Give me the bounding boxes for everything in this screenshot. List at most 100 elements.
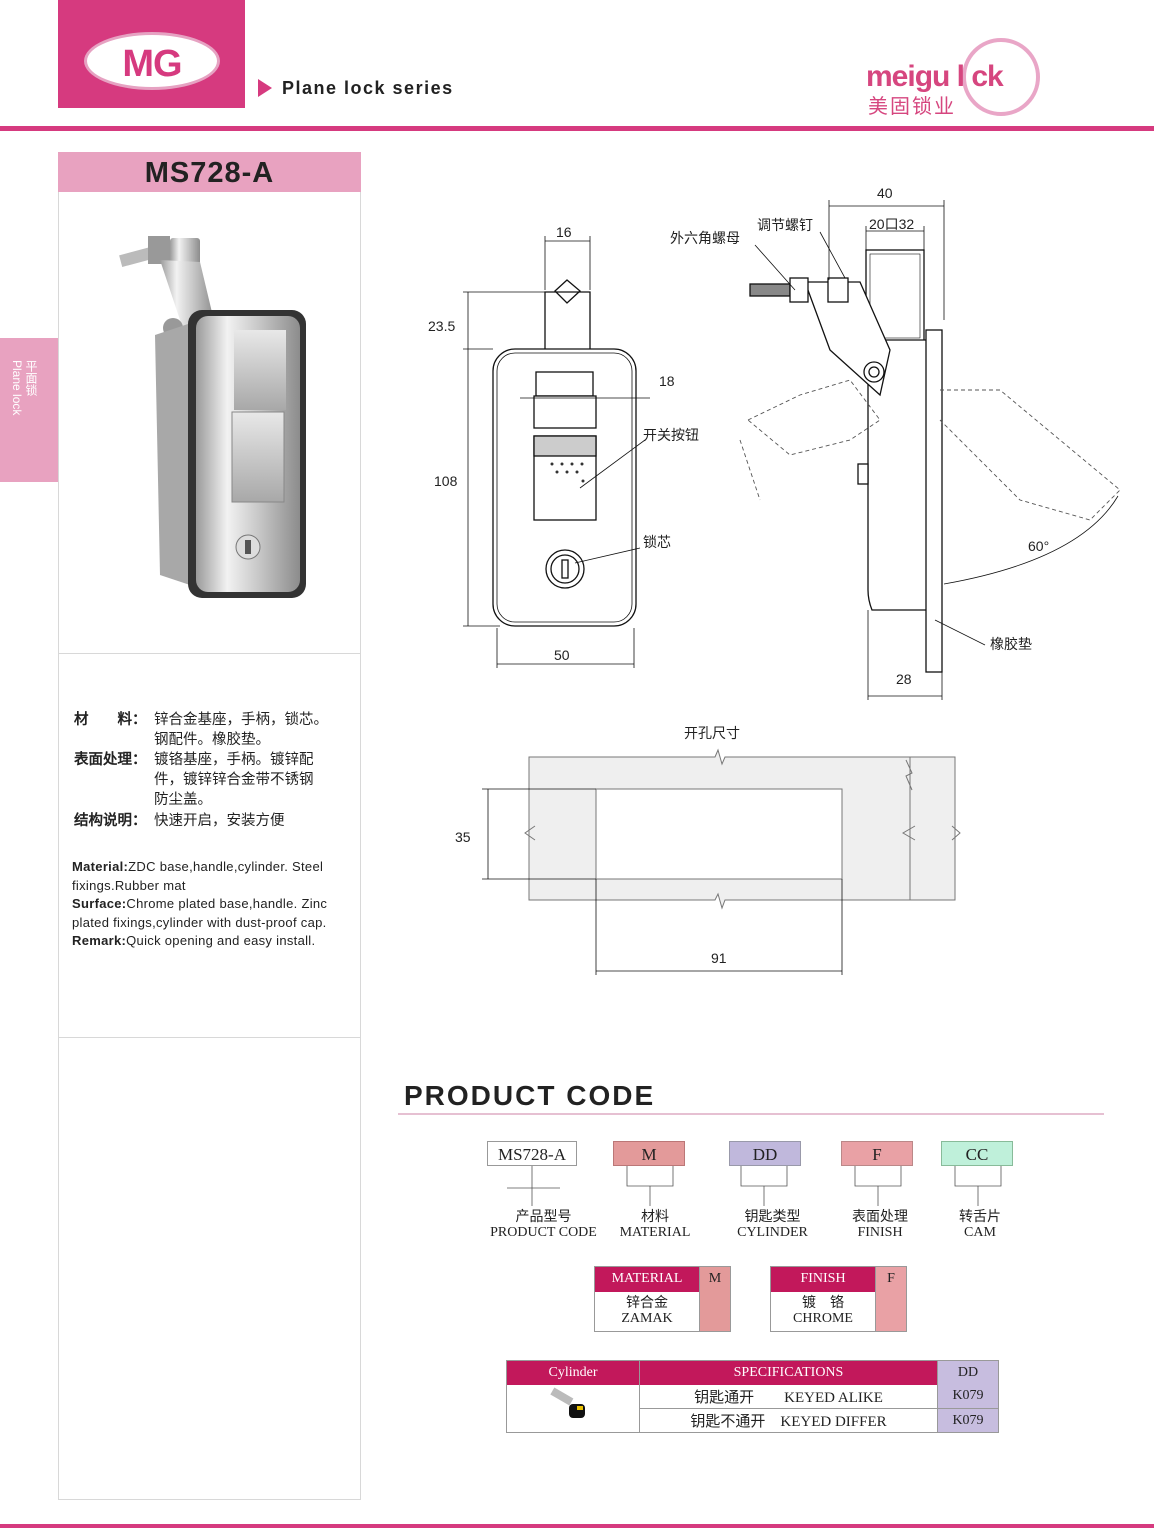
logo-text: MG [122,43,182,85]
code-box-material: M [613,1141,685,1166]
key-icon [550,1387,585,1418]
cutout-title: 开孔尺寸 [684,725,740,741]
series-label: Plane lock series [282,78,454,98]
dim-35: 35 [455,829,471,845]
dim-108: 108 [434,473,458,489]
angle-label: 60° [1028,538,1050,554]
cylinder-table-col3: DD [937,1360,999,1385]
material-table-head: MATERIAL [594,1266,700,1292]
spec-cn-text: 防尘盖。 [154,792,212,808]
spec-cn-line: 钢配件。橡胶垫。 [74,730,328,750]
spec-en: Material:ZDC base,handle,cylinder. Steel… [72,858,362,951]
spec-cn-label: 材 料： [74,712,147,728]
value-cn: 锌合金 [626,1296,668,1312]
finish-table-head: FINISH [770,1266,876,1292]
side-tab-cn: 平面锁 [24,360,38,396]
switch-button-label: 开关按钮 [643,427,699,443]
lock-core-label: 锁芯 [643,534,671,550]
label-cn: 产品型号 [515,1210,572,1225]
side-tab-en: Plane lock [10,360,24,416]
spec-cn-line: 防尘盖。 [74,790,328,810]
triangle-icon [258,79,272,97]
brand-name-cn: 美固锁业 [868,96,956,118]
spec-cn-label: 结构说明： [74,813,147,829]
code-box-finish: F [841,1141,913,1166]
product-code-underline [398,1113,1104,1115]
value-en: CHROME [793,1311,853,1327]
code-box-model: MS728-A [487,1141,577,1166]
code-box-cylinder: DD [729,1141,801,1166]
label-en: MATERIAL [619,1225,691,1240]
label-cn: 转舌片 [959,1210,1001,1225]
divider [58,653,361,654]
surface-text: Chrome plated base,handle. Zinc plated f… [72,896,328,930]
material-table-code: M [699,1266,731,1292]
surface-label: Surface: [72,896,127,911]
spec-cn-line: 件，镀锌锌合金带不锈钢 [74,770,328,790]
product-code-title: PRODUCT CODE [404,1080,656,1111]
label-cn: 钥匙类型 [744,1210,801,1225]
dim-91: 91 [711,950,727,966]
value-cn: 镀 铬 [802,1296,844,1312]
row-en: KEYED ALIKE [784,1389,883,1406]
label-en: CAM [964,1225,996,1240]
spec-cn-line: 材 料： 锌合金基座，手柄，锁芯。 [74,710,328,730]
material-table-code-cell [699,1291,731,1332]
label-cn: 材料 [641,1210,669,1225]
spec-cn-text: 件，镀锌锌合金带不锈钢 [154,772,314,788]
code-box-cam: CC [941,1141,1013,1166]
label-en: PRODUCT CODE [490,1225,597,1240]
dim-23-5: 23.5 [428,318,456,334]
spec-cn-line: 结构说明： 快速开启，安装方便 [74,811,328,831]
spec-cn-text: 快速开启，安装方便 [154,813,285,829]
header-divider [0,126,1154,131]
series-heading: Plane lock series [258,78,454,99]
rubber-label: 橡胶垫 [990,636,1032,652]
spec-cn-text: 锌合金基座，手柄，锁芯。 [154,712,328,728]
dim-28: 28 [896,671,912,687]
logo-mark: MG [84,32,220,90]
cylinder-row-differ-code: K079 [937,1408,999,1433]
cylinder-table-col1: Cylinder [506,1360,640,1385]
brand-name: meigu l ck [866,60,1004,93]
cylinder-table-col2: SPECIFICATIONS [639,1360,938,1385]
dim-16: 16 [556,224,572,240]
label-cn: 表面处理 [852,1210,908,1225]
spec-cn-text: 钢配件。橡胶垫。 [154,732,270,748]
cylinder-row-alike-code: K079 [937,1384,999,1409]
key-image-cell [507,1385,640,1433]
logo-panel: MG [58,0,245,108]
row-en: KEYED DIFFER [780,1414,887,1430]
finish-table-code-cell [875,1291,907,1332]
brand-ring-icon [962,38,1040,116]
cylinder-row-differ: 钥匙不通开 KEYED DIFFER [639,1408,938,1433]
label-en: FINISH [857,1225,903,1240]
spec-cn-text: 镀铬基座，手柄。镀锌配 [154,752,314,768]
dim-18: 18 [659,373,675,389]
value-en: ZAMAK [621,1311,673,1327]
material-text: ZDC base,handle,cylinder. Steel fixings.… [72,859,324,893]
row-cn: 钥匙不通开 [690,1414,766,1430]
model-title: MS728-A [58,152,361,192]
footer-divider [0,1524,1154,1528]
side-tab [0,338,58,482]
dim-40: 40 [877,185,893,201]
spec-cn-line: 表面处理：镀铬基座，手柄。镀锌配 [74,750,328,770]
spec-cn-list: 材 料： 锌合金基座，手柄，锁芯。 钢配件。橡胶垫。 表面处理：镀铬基座，手柄。镀… [74,710,328,831]
adjust-screw-label: 调节螺钉 [757,217,813,233]
cylinder-table: Cylinder SPECIFICATIONS DD 钥匙通开 KEYED AL… [506,1360,999,1433]
row-cn: 钥匙通开 [694,1389,755,1406]
cylinder-row-alike: 钥匙通开 KEYED ALIKE [639,1384,938,1409]
dim-50: 50 [554,647,570,663]
dim-20-32: 20口32 [869,216,915,232]
remark-text: Quick opening and easy install. [126,933,316,948]
label-en: CYLINDER [737,1225,808,1240]
